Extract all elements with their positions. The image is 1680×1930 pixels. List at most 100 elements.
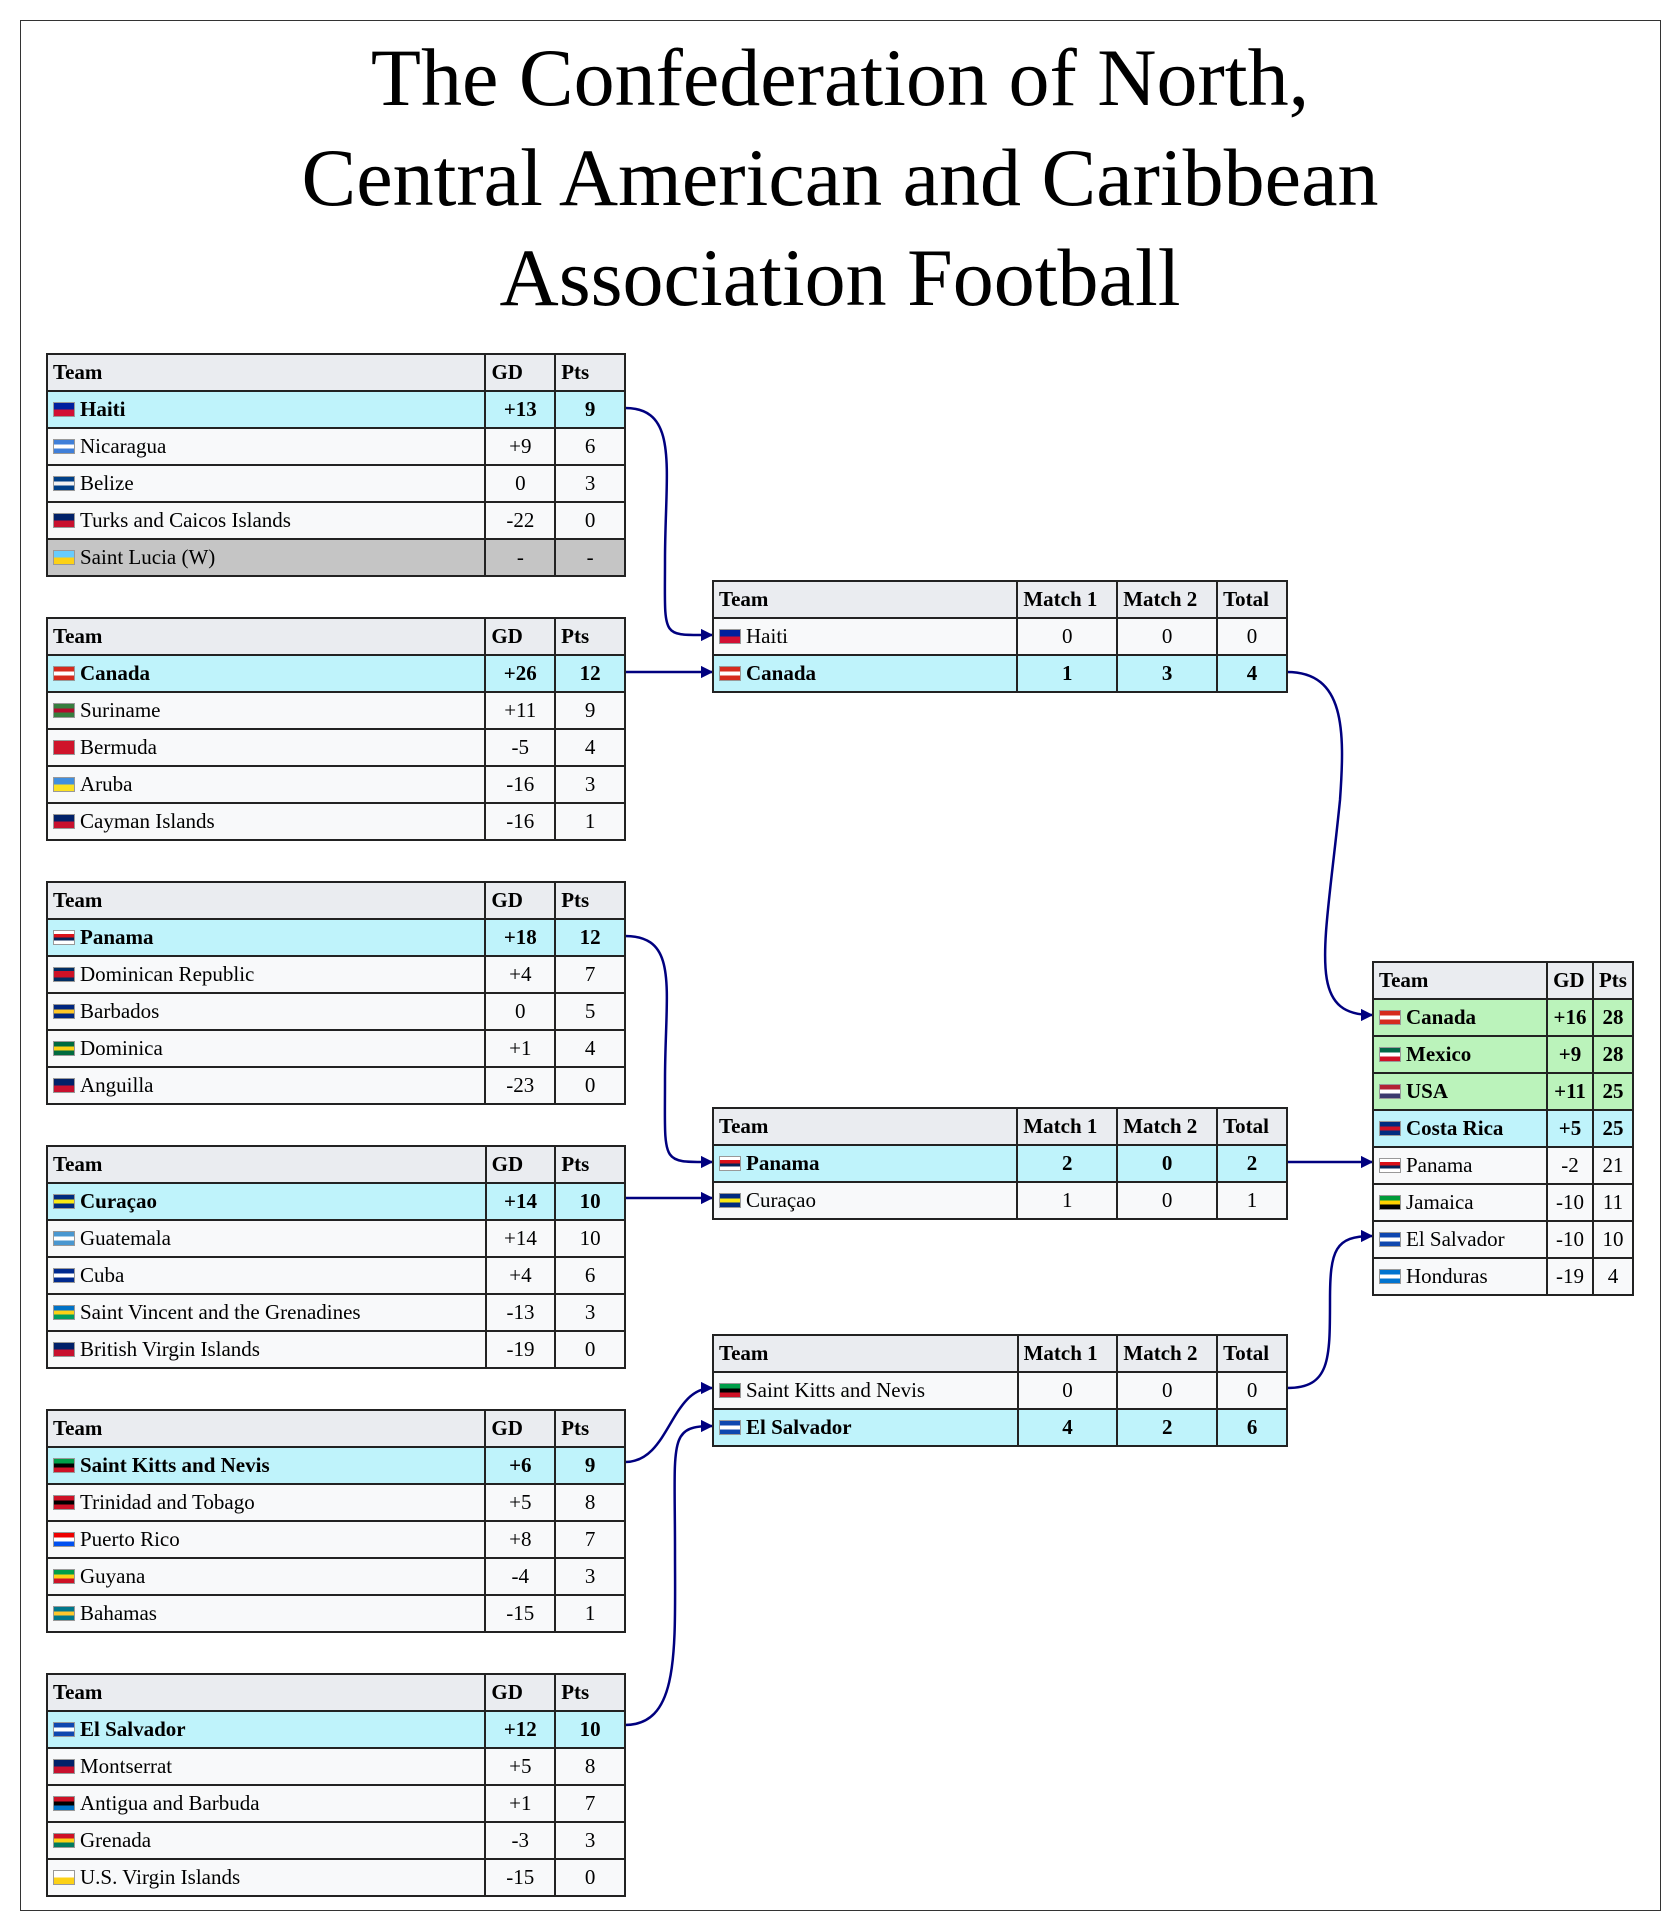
flag-icon (53, 1495, 75, 1510)
team-name: Panama (746, 1151, 820, 1175)
team-name: Saint Lucia (W) (80, 545, 216, 569)
flag-icon (53, 814, 75, 829)
m2-cell: 0 (1116, 1144, 1219, 1183)
gd-cell: +5 (484, 1483, 557, 1522)
team-name: Costa Rica (1406, 1116, 1504, 1140)
gd-cell: +9 (484, 427, 557, 466)
team-name: Guatemala (80, 1226, 171, 1250)
flag-icon (53, 930, 75, 945)
team-cell: El Salvador (1371, 1220, 1549, 1259)
pts-cell: 3 (554, 1293, 626, 1332)
pts-cell: 12 (554, 654, 626, 693)
team-cell: Antigua and Barbuda (45, 1784, 487, 1823)
column-header: Team (45, 1673, 487, 1712)
team-cell: Honduras (1371, 1257, 1549, 1296)
pts-cell: 7 (554, 1520, 626, 1559)
flag-icon (53, 1004, 75, 1019)
pts-cell: 3 (554, 765, 626, 804)
column-header: GD (484, 1409, 557, 1448)
team-cell: Barbados (45, 992, 487, 1031)
gd-cell: - (484, 538, 557, 577)
team-name: El Salvador (80, 1717, 186, 1741)
pts-cell: 10 (1591, 1220, 1635, 1259)
flag-icon (1379, 1158, 1401, 1173)
column-header: GD (484, 1673, 557, 1712)
pts-cell: 5 (554, 992, 626, 1031)
gd-cell: +4 (484, 1256, 557, 1295)
team-cell: Puerto Rico (45, 1520, 487, 1559)
team-name: Grenada (80, 1828, 152, 1852)
team-cell: Guyana (45, 1557, 487, 1596)
team-cell: Nicaragua (45, 427, 487, 466)
column-header: Match 1 (1016, 1334, 1119, 1373)
team-name: Canada (1406, 1005, 1477, 1029)
flag-icon (53, 1759, 75, 1774)
team-cell: Trinidad and Tobago (45, 1483, 487, 1522)
connector-elsalvador-group (624, 1419, 714, 1727)
pts-cell: 1 (554, 802, 626, 841)
gd-cell: +5 (1546, 1109, 1594, 1148)
team-cell: Guatemala (46, 1219, 487, 1258)
flag-icon (53, 1569, 75, 1584)
connector-haiti (624, 406, 714, 642)
team-cell: Suriname (45, 691, 487, 730)
column-header: Team (45, 353, 487, 392)
m1-cell: 0 (1016, 617, 1119, 656)
pts-cell: 4 (554, 728, 626, 767)
gd-cell: 0 (484, 464, 557, 503)
pts-cell: 3 (554, 464, 626, 503)
team-name: Canada (746, 661, 817, 685)
team-cell: El Salvador (45, 1710, 487, 1749)
gd-cell: -5 (484, 728, 557, 767)
pts-cell: 10 (554, 1182, 626, 1221)
pts-cell: 9 (554, 1446, 626, 1485)
gd-cell: +11 (484, 691, 557, 730)
team-name: Dominica (80, 1036, 163, 1060)
flag-icon (53, 967, 75, 982)
team-cell: Jamaica (1371, 1183, 1549, 1222)
gd-cell: -15 (484, 1858, 557, 1897)
team-name: Antigua and Barbuda (80, 1791, 260, 1815)
team-name: Aruba (80, 772, 133, 796)
gd-cell: +16 (1546, 998, 1594, 1037)
team-cell: Canada (711, 654, 1019, 693)
gd-cell: -15 (484, 1594, 557, 1633)
m2-cell: 0 (1116, 1371, 1219, 1410)
gd-cell: +26 (484, 654, 557, 693)
pts-cell: 3 (554, 1557, 626, 1596)
team-cell: USA (1371, 1072, 1549, 1111)
pts-cell: 0 (554, 1858, 626, 1897)
column-header: Pts (554, 1409, 626, 1448)
column-header: Pts (554, 1145, 626, 1184)
flag-icon (53, 476, 75, 491)
flag-icon (53, 402, 75, 417)
column-header: Pts (554, 617, 626, 656)
m1-cell: 1 (1016, 1181, 1119, 1220)
team-name: Bahamas (80, 1601, 157, 1625)
team-name: El Salvador (1406, 1227, 1505, 1251)
team-name: Guyana (80, 1564, 146, 1588)
team-name: Jamaica (1406, 1190, 1474, 1214)
flag-icon (53, 513, 75, 528)
